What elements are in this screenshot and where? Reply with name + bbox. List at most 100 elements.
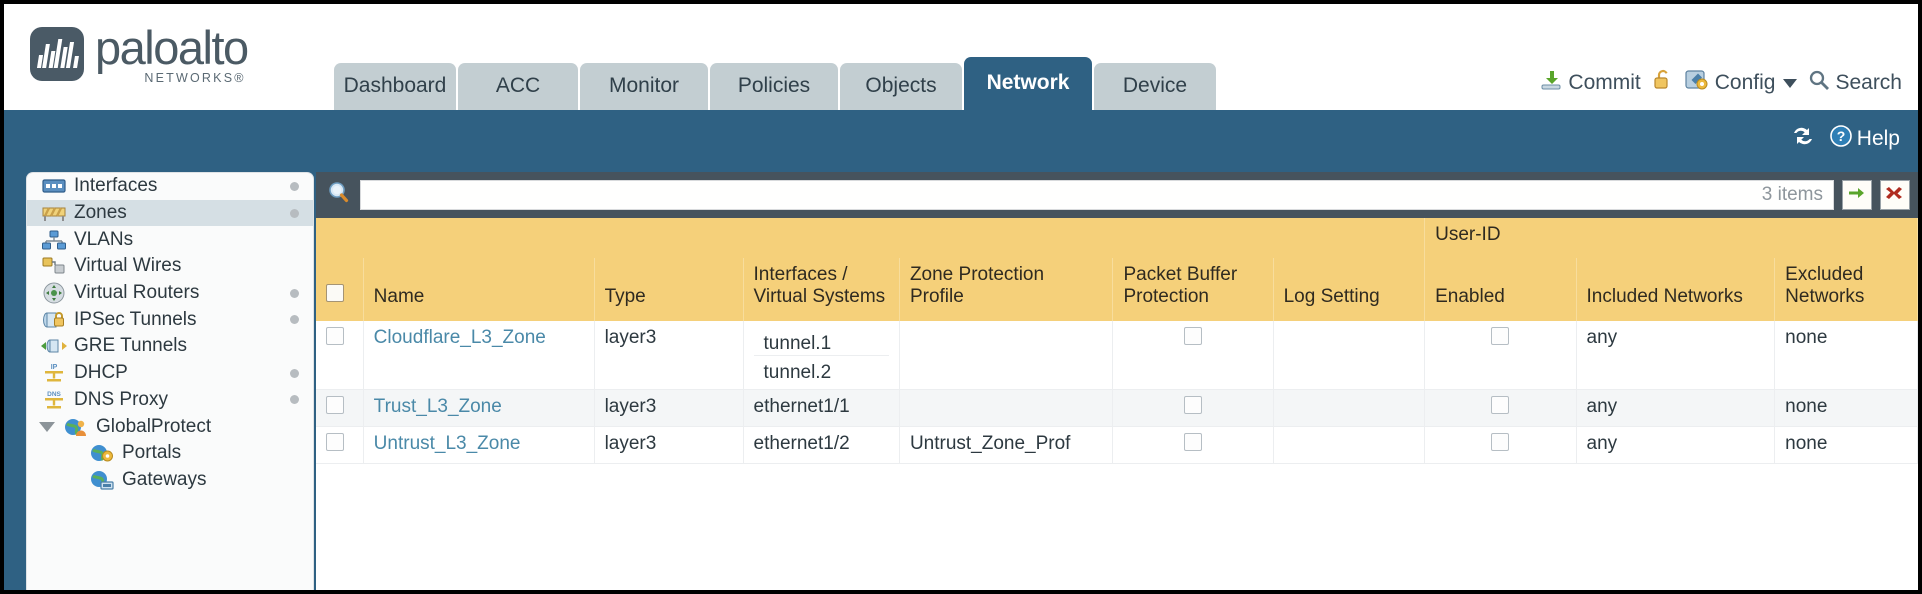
main-content: 3 items (316, 172, 1918, 590)
filter-search-input[interactable]: 3 items (360, 180, 1834, 210)
zone-name-link[interactable]: Untrust_L3_Zone (373, 432, 521, 454)
packet-buffer-protection-checkbox[interactable] (1184, 395, 1203, 414)
cell-zone-protection-profile (899, 389, 1114, 427)
sub-header-toolbar: ? Help (1790, 124, 1900, 154)
column-header-enabled[interactable]: Enabled (1424, 258, 1577, 321)
sidebar-item-gateways[interactable]: Gateways (27, 467, 313, 494)
tab-acc[interactable]: ACC (458, 63, 578, 110)
sidebar-item-label: DHCP (74, 362, 128, 384)
tab-network[interactable]: Network (964, 57, 1092, 110)
status-dot (290, 288, 299, 298)
row-checkbox[interactable] (326, 395, 344, 414)
cell-packet-buffer-protection[interactable] (1112, 320, 1274, 390)
row-select-cell[interactable] (316, 320, 364, 390)
cell-user-id-enabled[interactable] (1424, 320, 1577, 390)
tab-monitor[interactable]: Monitor (580, 63, 708, 110)
sidebar-item-label: Zones (74, 202, 127, 224)
clear-filter-button[interactable] (1880, 180, 1910, 210)
tab-policies[interactable]: Policies (710, 63, 838, 110)
table-row[interactable]: Trust_L3_Zone layer3 ethernet1/1 (316, 389, 1918, 427)
expand-collapse-triangle-icon[interactable] (39, 421, 55, 432)
cell-packet-buffer-protection[interactable] (1112, 426, 1274, 464)
sidebar-item-dhcp[interactable]: IP DHCP (27, 360, 313, 387)
sidebar-item-gre-tunnels[interactable]: GRE Tunnels (27, 333, 313, 360)
unlock-padlock-icon[interactable] (1652, 68, 1674, 98)
svg-text:?: ? (1837, 128, 1846, 144)
user-id-enabled-checkbox[interactable] (1491, 432, 1510, 451)
sidebar-item-portals[interactable]: Portals (27, 440, 313, 467)
column-header-zone-protection-profile[interactable]: Zone Protection Profile (899, 258, 1114, 321)
tab-objects[interactable]: Objects (840, 63, 962, 110)
cell-name[interactable]: Trust_L3_Zone (363, 389, 595, 427)
sub-header-bar: ? Help (4, 110, 1918, 172)
app-header: paloalto NETWORKS® Dashboard ACC Monitor… (4, 4, 1918, 110)
column-header-packet-buffer-protection[interactable]: Packet Buffer Protection (1112, 258, 1274, 321)
sidebar-item-ipsec-tunnels[interactable]: IPSec Tunnels (27, 306, 313, 333)
packet-buffer-protection-checkbox[interactable] (1184, 432, 1203, 451)
group-header-spacer (316, 218, 1426, 259)
brand-sub: NETWORKS® (144, 71, 246, 85)
select-all-checkbox[interactable] (326, 284, 344, 303)
tab-dashboard[interactable]: Dashboard (334, 63, 456, 110)
interfaces-icon (41, 176, 67, 196)
user-id-enabled-checkbox[interactable] (1491, 395, 1510, 414)
page-body: Interfaces Zones (4, 172, 1918, 590)
filter-search-icon[interactable] (326, 180, 352, 211)
sidebar-item-dns-proxy[interactable]: DNS DNS Proxy (27, 387, 313, 414)
column-header-log-setting[interactable]: Log Setting (1273, 258, 1426, 321)
row-select-cell[interactable] (316, 426, 364, 464)
config-label: Config (1714, 71, 1776, 94)
group-header-user-id: User-ID (1424, 218, 1918, 259)
packet-buffer-protection-checkbox[interactable] (1184, 326, 1203, 345)
cell-type: layer3 (594, 389, 744, 427)
cell-excluded-networks: none (1774, 389, 1918, 427)
cell-included-networks: any (1576, 426, 1776, 464)
globalprotect-icon (63, 417, 89, 437)
sidebar-item-label: Gateways (122, 468, 207, 490)
user-id-enabled-checkbox[interactable] (1491, 326, 1510, 345)
cell-name[interactable]: Cloudflare_L3_Zone (363, 320, 595, 390)
sidebar-item-virtual-routers[interactable]: Virtual Routers (27, 280, 313, 307)
sidebar-item-virtual-wires[interactable]: Virtual Wires (27, 253, 313, 280)
row-select-cell[interactable] (316, 389, 364, 427)
cell-user-id-enabled[interactable] (1424, 426, 1577, 464)
cell-included-networks: any (1576, 320, 1776, 390)
help-button[interactable]: ? Help (1829, 124, 1900, 154)
cell-log-setting (1273, 426, 1426, 464)
sidebar-item-vlans[interactable]: VLANs (27, 226, 313, 253)
refresh-icon[interactable] (1790, 124, 1816, 154)
zone-name-link[interactable]: Cloudflare_L3_Zone (373, 326, 546, 348)
clear-filter-x-icon (1885, 184, 1905, 207)
row-checkbox[interactable] (326, 432, 344, 451)
column-header-excluded-networks[interactable]: Excluded Networks (1774, 258, 1918, 321)
sidebar-item-globalprotect[interactable]: GlobalProtect (27, 413, 313, 440)
row-checkbox[interactable] (326, 326, 344, 345)
cell-log-setting (1273, 389, 1426, 427)
cell-user-id-enabled[interactable] (1424, 389, 1577, 427)
table-row[interactable]: Untrust_L3_Zone layer3 ethernet1/2 Untru… (316, 426, 1918, 464)
column-header-name[interactable]: Name (363, 258, 595, 321)
sidebar-item-zones[interactable]: Zones (27, 199, 313, 227)
tab-device[interactable]: Device (1094, 63, 1216, 110)
column-header-included-networks[interactable]: Included Networks (1576, 258, 1776, 321)
search-button[interactable]: Search (1808, 69, 1902, 97)
status-dot (290, 315, 299, 325)
sidebar-item-interfaces[interactable]: Interfaces (27, 173, 313, 200)
header-toolbar: Commit Config (1539, 68, 1902, 98)
select-all-header[interactable] (316, 258, 364, 321)
cell-included-networks: any (1576, 389, 1776, 427)
status-dot (290, 208, 299, 218)
config-wrench-icon (1685, 68, 1710, 98)
cell-name[interactable]: Untrust_L3_Zone (363, 426, 595, 464)
cell-packet-buffer-protection[interactable] (1112, 389, 1274, 427)
sidebar-item-label: VLANs (74, 228, 134, 250)
apply-filter-button[interactable] (1842, 180, 1872, 210)
commit-button[interactable]: Commit (1539, 68, 1641, 98)
zone-name-link[interactable]: Trust_L3_Zone (373, 395, 502, 417)
table-row[interactable]: Cloudflare_L3_Zone layer3 tunnel.1 tunne… (316, 320, 1918, 390)
sidebar-item-label: GlobalProtect (96, 415, 212, 437)
column-header-interfaces[interactable]: Interfaces / Virtual Systems (743, 258, 900, 321)
config-menu[interactable]: Config (1685, 68, 1798, 98)
table-header-row: Name Type Interfaces / Virtual Systems Z… (316, 258, 1918, 321)
column-header-type[interactable]: Type (594, 258, 744, 321)
